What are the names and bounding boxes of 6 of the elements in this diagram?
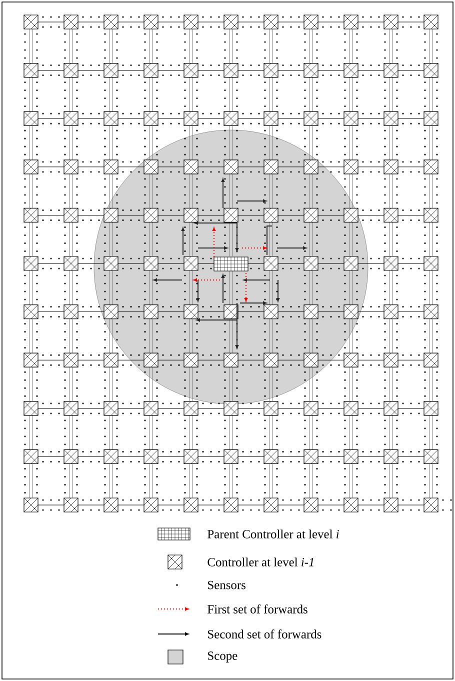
legend-label: Parent Controller at level i — [208, 530, 339, 538]
legend-label: Controller at level i-1 — [208, 558, 314, 566]
legend-label: Scope — [208, 652, 238, 662]
legend-label: Sensors — [208, 580, 246, 590]
legend-label: First set of forwards — [208, 604, 308, 614]
legend-label: Second set of forwards — [208, 630, 322, 638]
